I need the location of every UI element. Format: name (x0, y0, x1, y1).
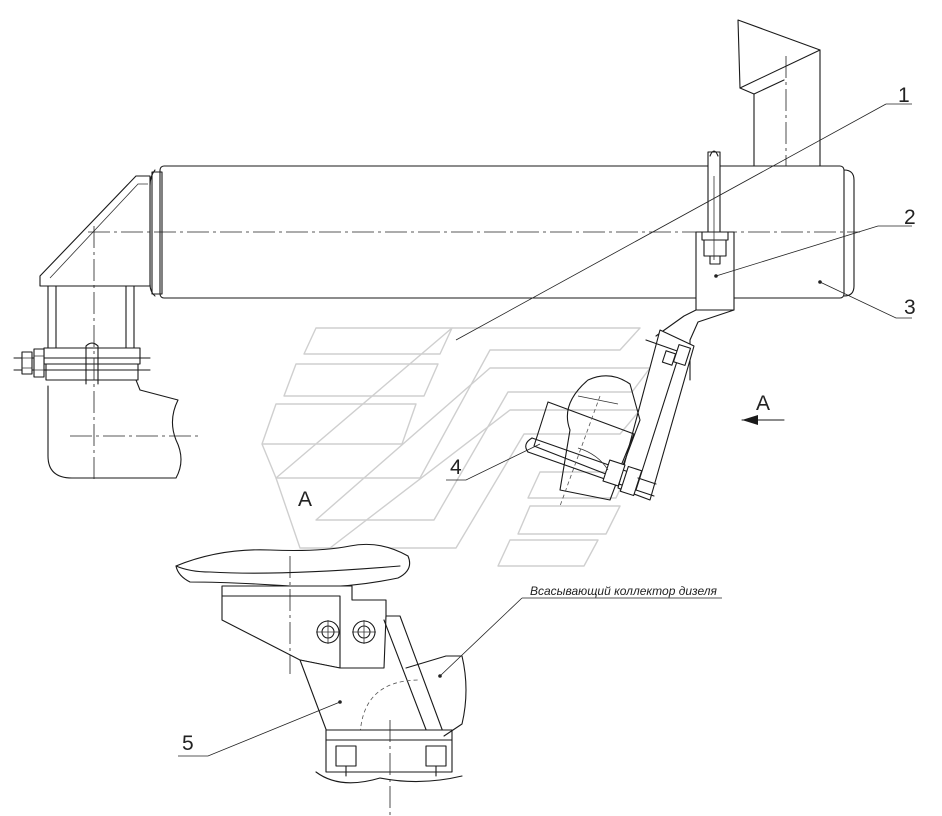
outlet-pipe (737, 19, 821, 167)
callout-1: 1 (898, 84, 910, 107)
view-arrow (741, 415, 785, 425)
callout-3: 3 (904, 296, 916, 319)
bolt-head-right (352, 620, 376, 644)
bolt-head-left (316, 620, 340, 644)
view-arrow-label: A (756, 392, 770, 415)
strap-clamp (695, 150, 735, 311)
leader-lines (178, 103, 912, 757)
intake-bracket (175, 543, 467, 816)
intake-manifold-note: Всасывающий коллектор дизеля (530, 584, 718, 598)
watermark-logo (261, 327, 651, 567)
inlet-elbow (13, 175, 200, 480)
callout-4: 4 (450, 456, 462, 479)
u-bolt-clamp (525, 437, 657, 497)
callout-5: 5 (182, 732, 194, 755)
callout-2: 2 (904, 206, 916, 229)
view-label: A (298, 488, 312, 511)
